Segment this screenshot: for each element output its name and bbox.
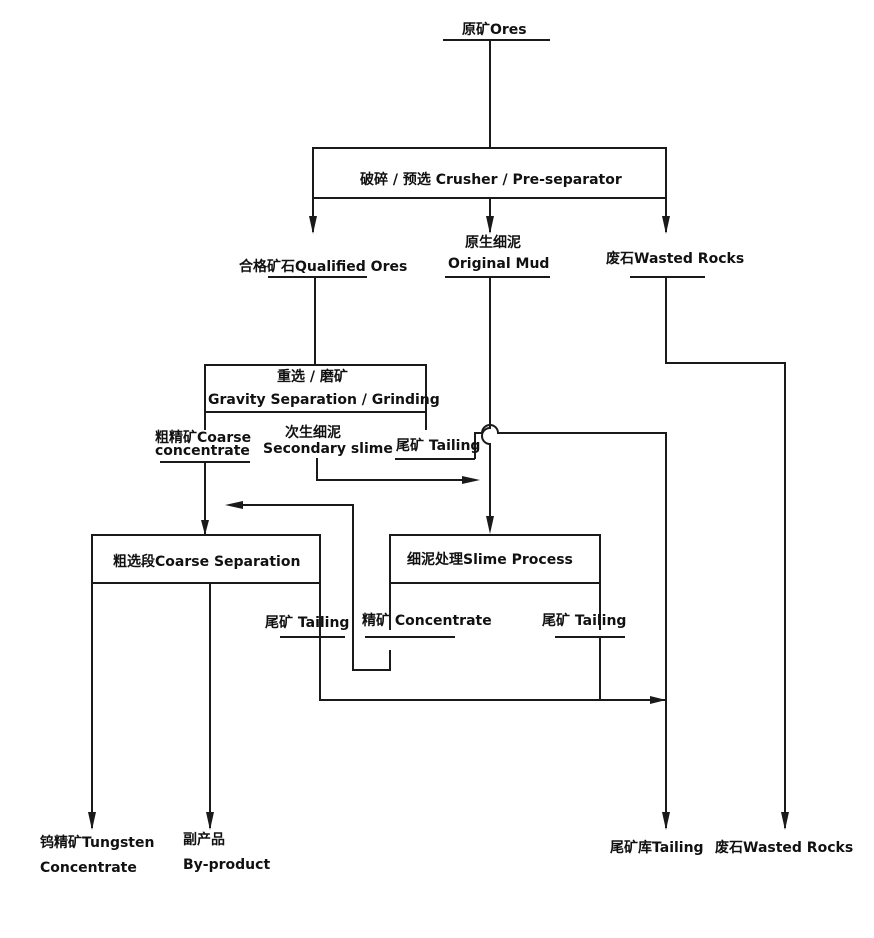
arrow-head-tailing-pond xyxy=(662,812,670,830)
byproduct-label-line2: By-product xyxy=(183,857,271,873)
arrow-head-tailing-merge xyxy=(650,696,666,704)
wasted-rocks-bottom-label: 废石Wasted Rocks xyxy=(715,840,854,856)
secondary-slime-label-line2: Secondary slime xyxy=(263,441,393,457)
byproduct-label-line1: 副产品 xyxy=(183,832,225,848)
arrow-head-crusher-right xyxy=(662,216,670,234)
concentrate-slime-label: 精矿 Concentrate xyxy=(362,613,492,629)
slime-process-box xyxy=(389,534,601,584)
arrow-head-crusher-left xyxy=(309,216,317,234)
original-mud-to-slime-line xyxy=(481,277,491,530)
arrow-head-tungsten xyxy=(88,812,96,830)
original-mud-cn-label: 原生细泥 xyxy=(465,235,521,251)
original-mud-en-label: Original Mud xyxy=(448,256,550,272)
tailing-gravity-route-line xyxy=(474,424,667,828)
arrow-head-coarse-concentrate xyxy=(201,520,209,535)
recycle-line xyxy=(230,504,391,671)
coarse-separation-label: 粗选段Coarse Separation xyxy=(113,554,301,570)
coarse-concentrate-label-line1: 粗精矿Coarse xyxy=(155,430,252,446)
wasted-rocks-top-label: 废石Wasted Rocks xyxy=(606,251,745,267)
arrow-head-byproduct xyxy=(206,812,214,830)
arrow-head-secondary-slime xyxy=(462,476,480,484)
coarse-concentrate-label-line2: concentrate xyxy=(155,443,250,459)
gravity-en-label: Gravity Separation / Grinding xyxy=(208,392,440,408)
tailing-gravity-label: 尾矿 Tailing xyxy=(396,438,481,454)
secondary-slime-label-line1: 次生细泥 xyxy=(285,425,341,441)
arrow-head-wasted-rocks xyxy=(781,812,789,830)
arrow-head-recycle xyxy=(225,501,243,509)
qualified-ores-label: 合格矿石Qualified Ores xyxy=(239,259,408,275)
tailing-pond-label: 尾矿库Tailing xyxy=(610,840,704,856)
arrow-head-original-mud xyxy=(486,516,494,534)
ores-label: 原矿Ores xyxy=(462,22,527,38)
tailing-slime-label: 尾矿 Tailing xyxy=(542,613,627,629)
wasted-rocks-route-line xyxy=(665,277,786,828)
crusher-label: 破碎 / 预选 Crusher / Pre-separator xyxy=(360,172,622,188)
tungsten-concentrate-label-line1: 钨精矿Tungsten xyxy=(40,835,155,851)
coarse-separation-box xyxy=(91,534,321,584)
gravity-cn-label: 重选 / 磨矿 xyxy=(277,369,348,385)
slime-process-label: 细泥处理Slime Process xyxy=(407,552,573,568)
gravity-box xyxy=(204,364,427,413)
secondary-slime-line xyxy=(316,458,475,481)
tungsten-concentrate-label-line2: Concentrate xyxy=(40,860,137,876)
tailing-coarse-route-line xyxy=(319,583,666,701)
arrow-head-crusher-mid xyxy=(486,216,494,234)
tailing-coarse-label: 尾矿 Tailing xyxy=(265,615,350,631)
